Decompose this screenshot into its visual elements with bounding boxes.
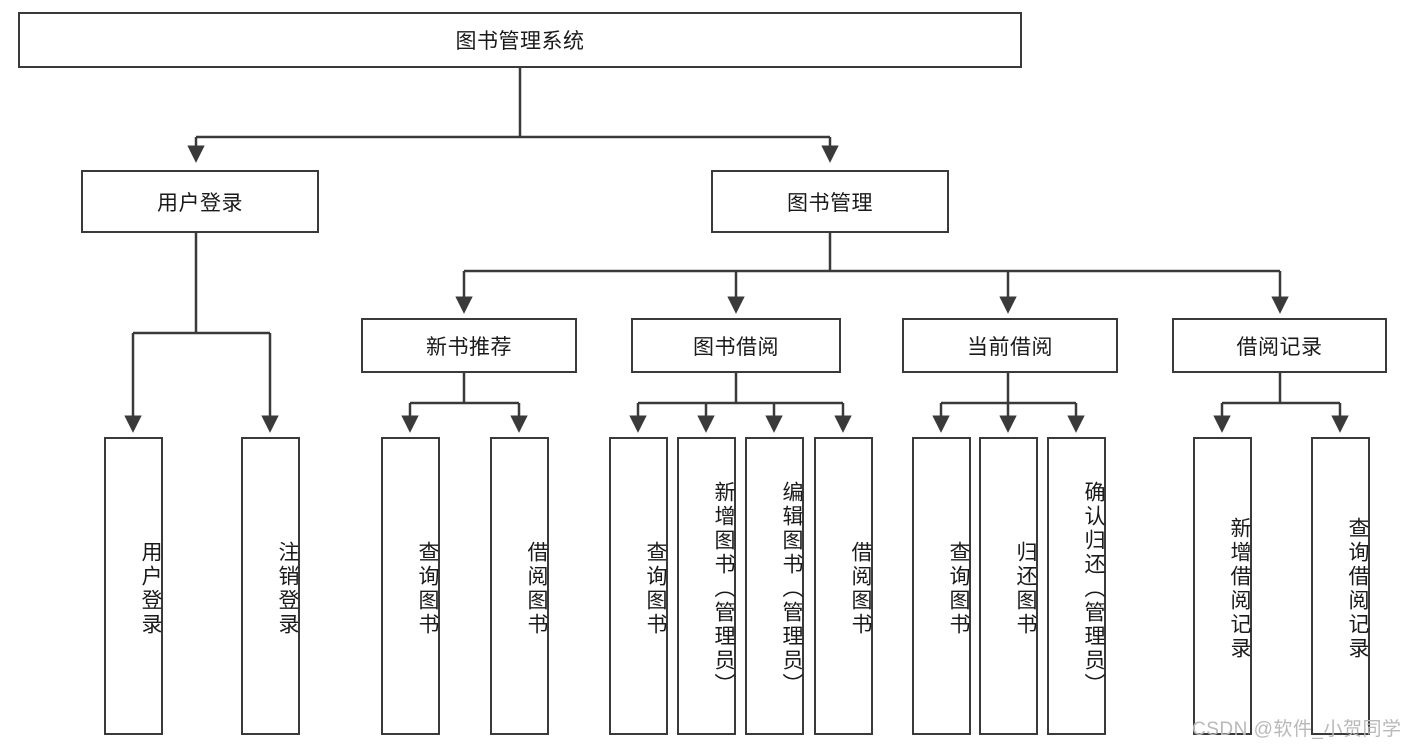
leaf-user-login-logout-label: 注销登录 [276,541,299,637]
leaf-borrow-query-book[interactable]: 查询图书 [609,437,668,735]
leaf-record-add-label: 新增借阅记录 [1228,517,1251,661]
node-book-management-label: 图书管理 [787,191,873,215]
leaf-borrow-edit-book[interactable]: 编辑图书（管理员） [745,437,804,735]
leaf-record-query[interactable]: 查询借阅记录 [1311,437,1370,735]
leaf-borrow-add-book[interactable]: 新增图书（管理员） [677,437,736,735]
node-borrow-record[interactable]: 借阅记录 [1172,318,1387,373]
leaf-user-login-login-label: 用户登录 [139,541,162,637]
csdn-watermark: CSDN @软件_小贺同学 [1192,719,1402,740]
leaf-user-login-login[interactable]: 用户登录 [104,437,163,735]
leaf-new-book-borrow-label: 借阅图书 [525,541,548,637]
node-book-management[interactable]: 图书管理 [711,170,949,233]
leaf-new-book-query-label: 查询图书 [416,541,439,637]
leaf-new-book-query[interactable]: 查询图书 [381,437,440,735]
leaf-current-confirm-return[interactable]: 确认归还（管理员） [1047,437,1106,735]
leaf-current-query-book-label: 查询图书 [947,541,970,637]
node-root-system-label: 图书管理系统 [455,30,585,53]
leaf-current-query-book[interactable]: 查询图书 [912,437,971,735]
node-book-borrow[interactable]: 图书借阅 [631,318,841,373]
node-new-book-recommend[interactable]: 新书推荐 [361,318,577,373]
node-new-book-recommend-label: 新书推荐 [426,335,512,359]
leaf-borrow-borrow-book[interactable]: 借阅图书 [814,437,873,735]
node-user-login[interactable]: 用户登录 [81,170,319,233]
leaf-record-add[interactable]: 新增借阅记录 [1193,437,1252,735]
leaf-user-login-logout[interactable]: 注销登录 [241,437,300,735]
leaf-current-confirm-return-label: 确认归还（管理员） [1082,481,1105,697]
node-current-borrow[interactable]: 当前借阅 [902,318,1118,373]
node-borrow-record-label: 借阅记录 [1236,335,1323,359]
leaf-borrow-borrow-book-label: 借阅图书 [849,541,872,637]
leaf-borrow-edit-book-label: 编辑图书（管理员） [780,481,803,697]
leaf-current-return-book-label: 归还图书 [1014,541,1037,637]
leaf-borrow-add-book-label: 新增图书（管理员） [712,481,735,697]
node-root-system[interactable]: 图书管理系统 [18,12,1022,68]
leaf-borrow-query-book-label: 查询图书 [644,541,667,637]
node-current-borrow-label: 当前借阅 [967,335,1053,359]
leaf-record-query-label: 查询借阅记录 [1346,517,1369,661]
node-user-login-label: 用户登录 [157,191,243,215]
leaf-current-return-book[interactable]: 归还图书 [979,437,1038,735]
leaf-new-book-borrow[interactable]: 借阅图书 [490,437,549,735]
node-book-borrow-label: 图书借阅 [693,335,779,359]
